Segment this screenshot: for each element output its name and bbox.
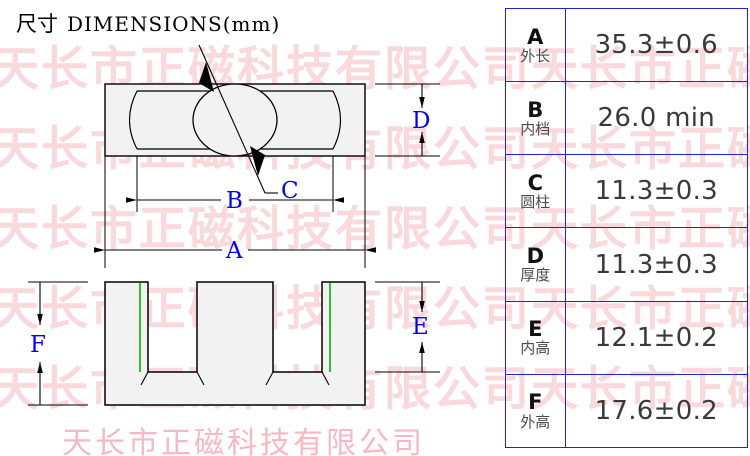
dimension-label-c: C (281, 178, 299, 204)
spec-cn-label: 内档 (520, 119, 551, 138)
spec-value-b: 26.0 min (564, 81, 749, 156)
spec-letter: D (526, 244, 544, 269)
spec-value-c: 11.3±0.3 (564, 154, 749, 229)
table-row: D 厚度 11.3±0.3 (505, 227, 749, 302)
spec-value-a: 35.3±0.6 (564, 7, 749, 83)
page-title: 尺寸 DIMENSIONS(mm) (16, 8, 280, 38)
dimension-label-a: A (225, 238, 243, 264)
c-arrow-upper (199, 62, 214, 92)
spec-value-f: 17.6±0.2 (564, 373, 749, 449)
spec-letter: B (527, 97, 544, 122)
technical-drawing: C D B A (28, 44, 440, 406)
spec-key-e: E 内高 (505, 300, 566, 375)
chamfer-mark-4 (321, 371, 330, 386)
table-row: E 内高 12.1±0.2 (505, 300, 749, 375)
dimension-label-d: D (412, 108, 430, 134)
spec-key-a: A 外长 (505, 7, 566, 83)
spec-value-d: 11.3±0.3 (564, 227, 749, 302)
table-row: B 内档 26.0 min (505, 81, 749, 156)
top-view-right-arc (332, 90, 342, 150)
bottom-view: E F (28, 281, 440, 406)
core-outline (104, 281, 366, 406)
spec-key-d: D 厚度 (505, 227, 566, 302)
spec-cn-label: 外长 (520, 46, 551, 65)
spec-key-f: F 外高 (505, 373, 566, 449)
spec-letter: C (527, 170, 543, 195)
spec-key-b: B 内档 (505, 81, 566, 156)
spec-cn-label: 厚度 (520, 266, 551, 285)
spec-letter: A (527, 24, 544, 49)
spec-value-e: 12.1±0.2 (564, 300, 749, 375)
company-name-footer: 天长市正磁科技有限公司 (62, 426, 425, 456)
chamfer-mark-3 (265, 371, 274, 386)
top-view-center-circle (192, 83, 278, 157)
chamfer-mark-1 (140, 371, 149, 386)
table-row: A 外长 35.3±0.6 (505, 7, 749, 83)
spec-letter: E (528, 317, 543, 342)
spec-cn-label: 圆柱 (520, 193, 551, 212)
dimension-label-b: B (226, 188, 243, 214)
spec-table-body: A 外长 35.3±0.6 B 内档 26.0 min C 圆柱 11.3±0.… (505, 7, 749, 449)
title-english: DIMENSIONS(mm) (67, 12, 281, 36)
top-view: C D B A (94, 44, 440, 268)
chamfer-mark-2 (196, 371, 205, 386)
table-row: F 外高 17.6±0.2 (505, 373, 749, 449)
dimension-label-f: F (30, 332, 46, 358)
dimension-spec-table: A 外长 35.3±0.6 B 内档 26.0 min C 圆柱 11.3±0.… (505, 7, 749, 449)
table-row: C 圆柱 11.3±0.3 (505, 154, 749, 229)
spec-cn-label: 外高 (520, 412, 551, 431)
spec-letter: F (528, 390, 543, 415)
spec-key-c: C 圆柱 (505, 154, 566, 229)
spec-cn-label: 内高 (520, 339, 551, 358)
dimension-label-e: E (412, 314, 429, 340)
title-chinese: 尺寸 (16, 12, 58, 36)
top-view-left-arc (128, 90, 138, 150)
c-diameter-line (198, 44, 266, 194)
c-arrow-lower (250, 146, 265, 176)
